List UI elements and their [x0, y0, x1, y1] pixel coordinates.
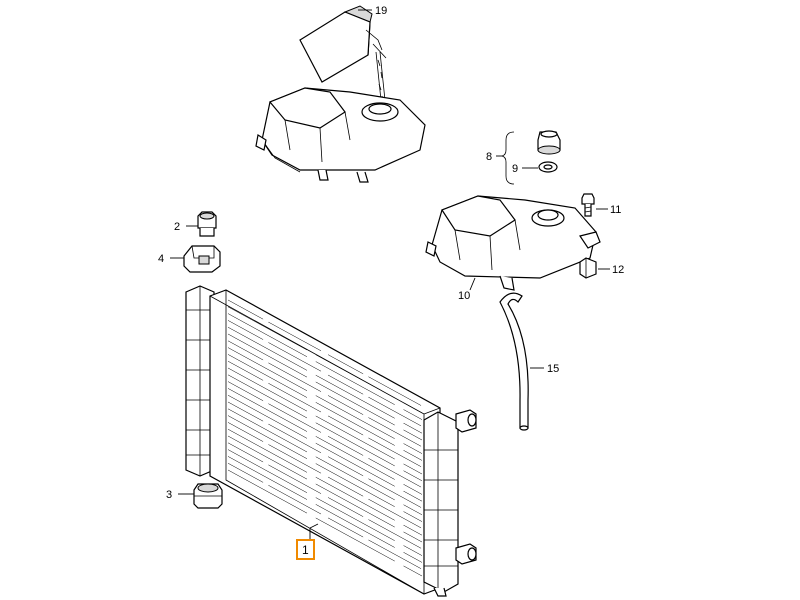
callout-11[interactable]: 11 — [610, 204, 621, 216]
callout-8[interactable]: 8 — [486, 151, 492, 163]
clip-nut[interactable] — [579, 257, 597, 279]
callout-15[interactable]: 15 — [547, 363, 559, 375]
callout-19[interactable]: 19 — [375, 5, 387, 17]
expansion-tank-upper[interactable] — [255, 87, 426, 183]
bolt[interactable] — [581, 193, 595, 217]
bracket-8 — [501, 131, 515, 185]
callout-9[interactable]: 9 — [512, 163, 518, 175]
filler-cap[interactable] — [537, 130, 561, 155]
coolant-hose[interactable] — [499, 292, 529, 431]
coolant-bottle[interactable] — [299, 5, 387, 111]
callout-3[interactable]: 3 — [166, 489, 172, 501]
plug-2[interactable] — [197, 211, 217, 237]
callout-1-highlight — [296, 539, 315, 560]
radiator-fins — [227, 299, 423, 577]
callout-1[interactable]: 1 — [302, 543, 309, 557]
mount-4[interactable] — [183, 245, 221, 273]
mount-3[interactable] — [193, 483, 223, 509]
radiator[interactable] — [185, 285, 477, 597]
callout-2[interactable]: 2 — [174, 221, 180, 233]
cap-seal[interactable] — [538, 161, 558, 173]
callout-12[interactable]: 12 — [612, 264, 624, 276]
expansion-tank-right[interactable] — [425, 195, 601, 291]
callout-4[interactable]: 4 — [158, 253, 164, 265]
callout-10[interactable]: 10 — [458, 290, 470, 302]
